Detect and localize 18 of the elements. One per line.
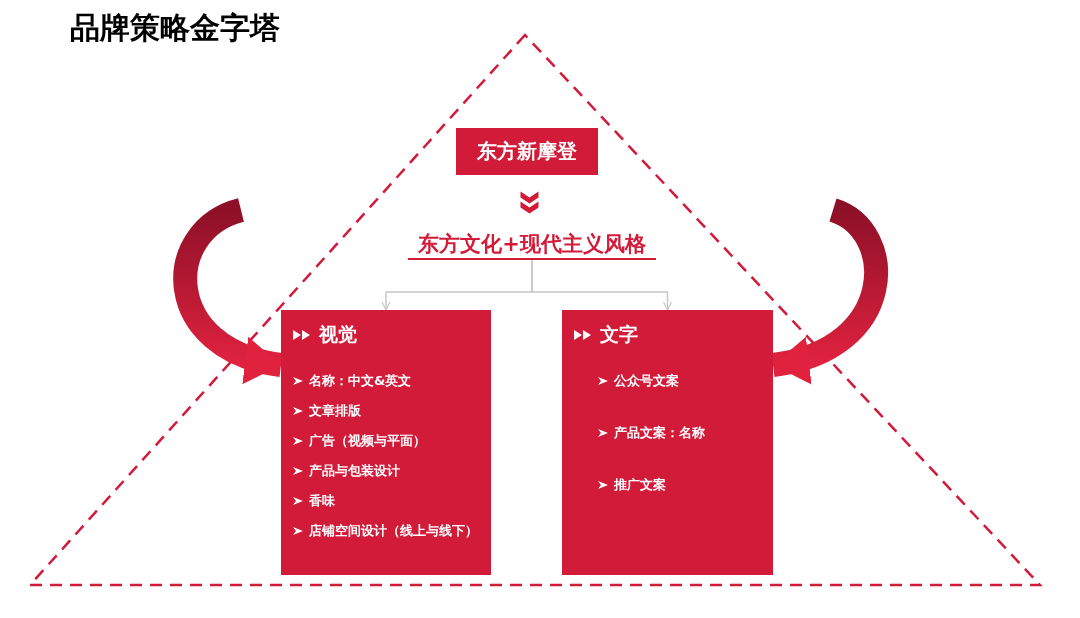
list-item: 推广文案 xyxy=(614,476,666,494)
panel-heading: 视觉 xyxy=(319,322,357,347)
list-item: 公众号文案 xyxy=(614,372,679,390)
list-item: 产品与包装设计 xyxy=(309,462,400,480)
title-box: 东方新摩登 xyxy=(456,128,598,175)
list-item: 名称：中文&英文 xyxy=(309,372,412,390)
connector-arrow xyxy=(531,259,673,311)
list-item: 文章排版 xyxy=(309,402,361,420)
list-item: 广告（视频与平面） xyxy=(309,432,426,450)
list-item: 产品文案：名称 xyxy=(614,424,705,442)
list-item: 香味 xyxy=(309,492,335,510)
list-item: 店铺空间设计（线上与线下） xyxy=(309,522,478,540)
chevron-arrow xyxy=(520,191,539,214)
title: 品牌策略金字塔 xyxy=(70,9,280,47)
category-panel xyxy=(562,310,773,575)
panel-heading: 文字 xyxy=(600,322,638,347)
category-panel xyxy=(281,310,491,575)
heading-text: 东方文化+现代主义风格 xyxy=(417,231,647,258)
